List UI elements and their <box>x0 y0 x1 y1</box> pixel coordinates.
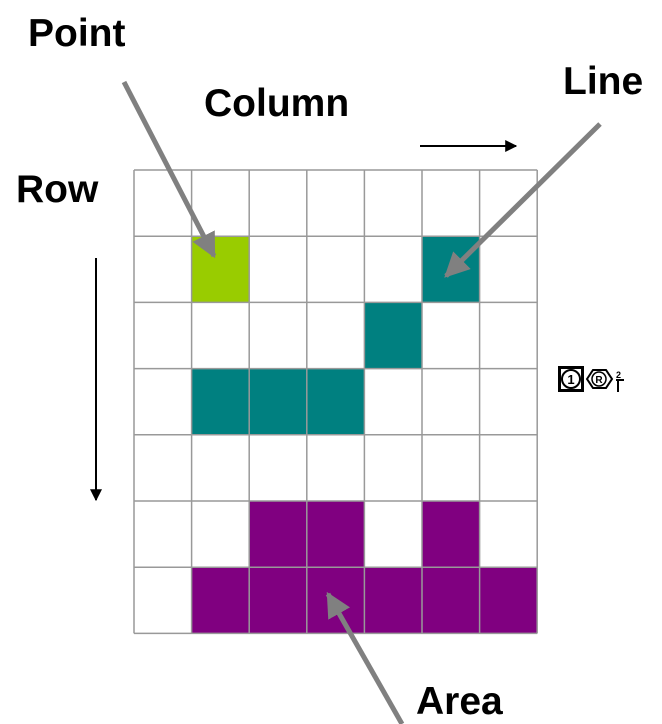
area-cell <box>191 567 250 634</box>
label-column: Column <box>204 82 350 125</box>
point-callout-arrow <box>121 80 217 259</box>
svg-text:1: 1 <box>567 372 574 387</box>
line-cell <box>191 368 250 435</box>
label-point: Point <box>28 12 126 55</box>
area-cell <box>306 501 365 568</box>
svg-text:2: 2 <box>616 370 621 380</box>
label-line: Line <box>563 60 644 103</box>
label-row: Row <box>16 168 99 211</box>
label-area: Area <box>416 680 503 723</box>
area-cell <box>306 567 365 634</box>
area-cell <box>422 501 480 568</box>
line-callout-arrow <box>444 122 602 278</box>
svg-text:R: R <box>595 375 603 386</box>
raster-logo-icon: 1 R 2 <box>558 366 624 392</box>
point-cell <box>191 236 250 303</box>
area-cell <box>249 501 307 568</box>
area-cell <box>479 567 538 634</box>
line-cell <box>249 368 307 435</box>
area-cell <box>364 567 422 634</box>
area-callout-arrow <box>325 591 405 724</box>
grid-lines <box>133 169 538 635</box>
line-cell <box>364 302 422 369</box>
line-cell <box>306 368 365 435</box>
area-cell <box>249 567 307 634</box>
area-cell <box>422 567 480 634</box>
filled-cells <box>191 236 538 634</box>
